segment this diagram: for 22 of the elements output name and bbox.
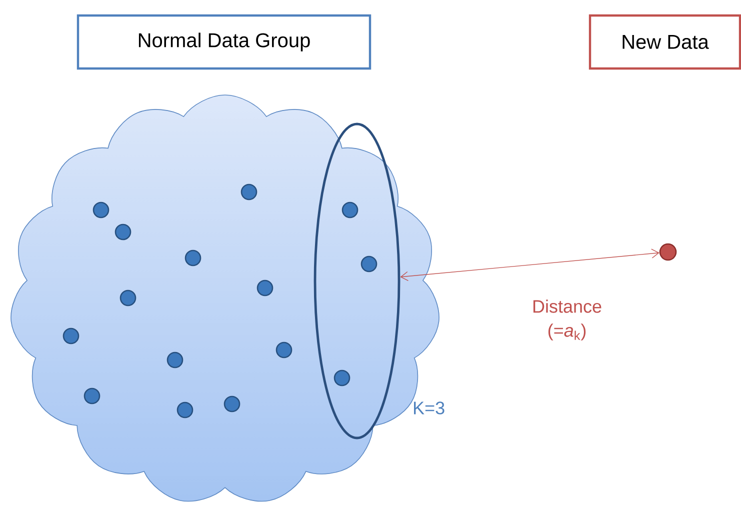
label-box: New Data xyxy=(588,14,741,70)
data-point xyxy=(84,388,100,404)
data-point xyxy=(166,352,184,368)
data-point xyxy=(120,290,136,306)
data-point xyxy=(256,280,274,296)
data-point xyxy=(62,328,80,344)
data-point xyxy=(240,184,258,200)
data-point xyxy=(114,224,132,240)
data-point xyxy=(334,370,350,386)
selection-ellipse xyxy=(314,122,400,440)
data-point xyxy=(360,256,378,272)
edge-label: Distance (=a$_{k}$) xyxy=(533,300,602,340)
data-point xyxy=(342,202,358,218)
data-point xyxy=(224,396,240,412)
data-point xyxy=(184,250,202,266)
data-point xyxy=(659,243,677,261)
arrow xyxy=(400,248,660,282)
data-point xyxy=(276,342,292,358)
data-point xyxy=(176,402,194,418)
label-box: Normal Data Group xyxy=(76,14,372,70)
data-point xyxy=(92,202,110,218)
beside-label: K=3 xyxy=(414,402,444,414)
